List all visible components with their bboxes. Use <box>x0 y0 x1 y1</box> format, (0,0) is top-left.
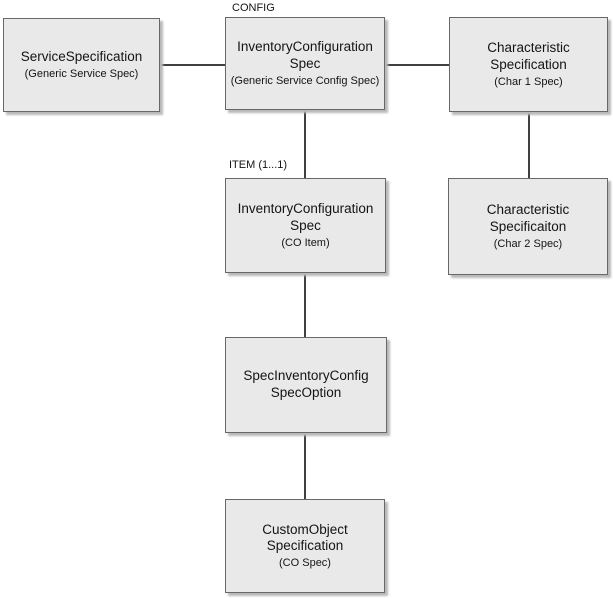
node-subtitle: (Char 2 Spec) <box>493 237 563 250</box>
node-subtitle: (CO Spec) <box>279 557 331 570</box>
node-service-specification: ServiceSpecification (Generic Service Sp… <box>3 18 160 112</box>
node-title: InventoryConfiguration Spec <box>237 201 374 233</box>
node-characteristic-specification-2: Characteristic Specificaiton (Char 2 Spe… <box>448 178 608 275</box>
edge-label-config: CONFIG <box>232 2 275 14</box>
edge-char1-to-char2 <box>528 112 530 178</box>
node-subtitle: (Generic Service Spec) <box>24 67 139 80</box>
edge-specoption-to-cospec <box>304 433 306 499</box>
node-subtitle: (Generic Service Config Spec) <box>230 74 380 87</box>
node-title: Characteristic Specification <box>487 40 570 72</box>
node-title: CustomObject Specification <box>262 521 348 554</box>
node-title: SpecInventoryConfig SpecOption <box>243 368 369 400</box>
edge-inventoryconfig-to-char1 <box>385 64 449 66</box>
node-spec-inventory-config-spec-option: SpecInventoryConfig SpecOption <box>225 337 387 433</box>
node-title: ServiceSpecification <box>20 48 143 64</box>
node-subtitle: (CO Item) <box>281 236 330 249</box>
node-custom-object-specification: CustomObject Specification (CO Spec) <box>225 499 385 593</box>
edge-config-to-item <box>304 110 306 178</box>
node-title: InventoryConfiguration Spec <box>237 39 373 71</box>
node-inventory-configuration-spec-config: InventoryConfiguration Spec (Generic Ser… <box>225 17 385 110</box>
edge-item-to-specoption <box>304 273 306 337</box>
node-title: Characteristic Specificaiton <box>486 202 570 234</box>
node-subtitle: (Char 1 Spec) <box>494 75 563 88</box>
node-inventory-configuration-spec-item: InventoryConfiguration Spec (CO Item) <box>225 178 386 273</box>
edge-label-item: ITEM (1...1) <box>229 159 288 171</box>
edge-servicespec-to-inventoryconfig <box>160 64 225 66</box>
node-characteristic-specification-1: Characteristic Specification (Char 1 Spe… <box>449 17 608 112</box>
